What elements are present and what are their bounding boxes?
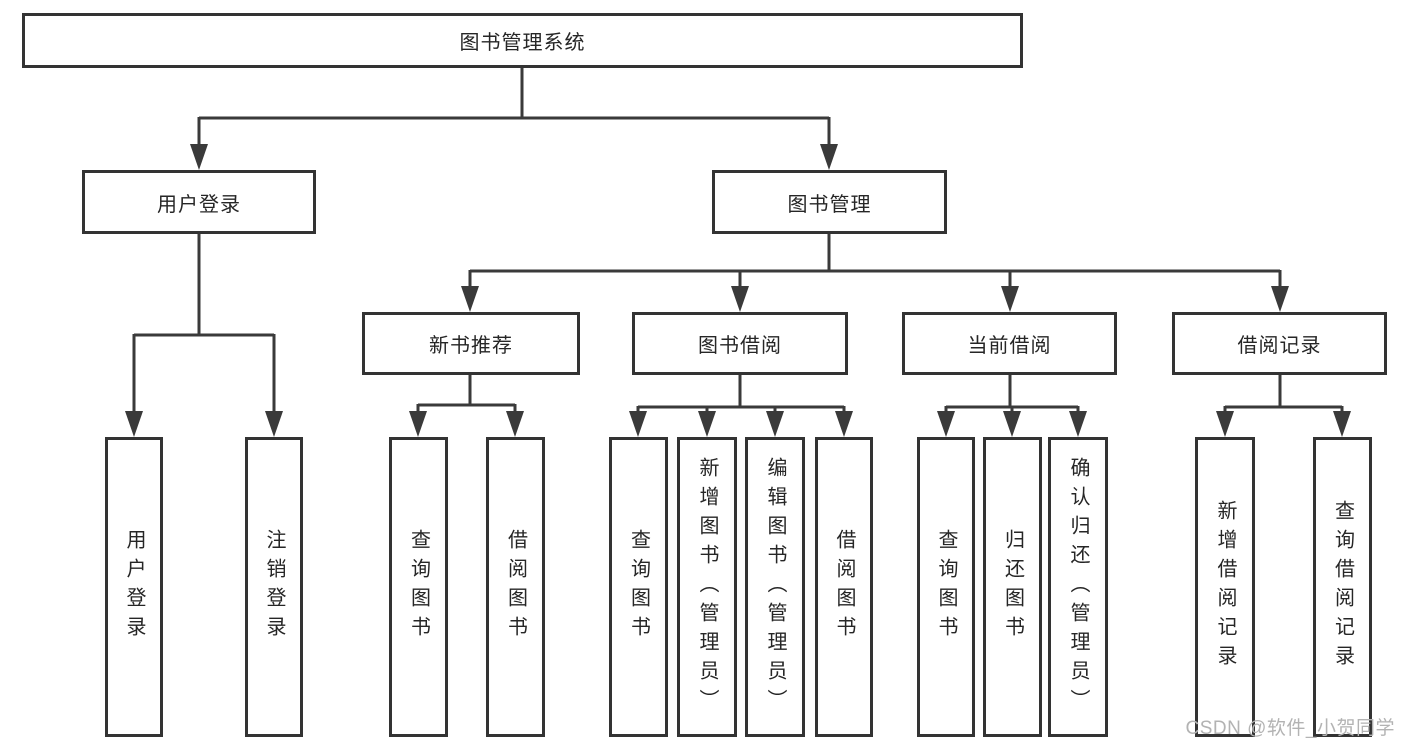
leaf-query-books-current: 查询图书	[917, 437, 975, 737]
node-user-login: 用户登录	[82, 170, 316, 234]
node-book-borrowing: 图书借阅	[632, 312, 848, 375]
leaf-user-login: 用户登录	[105, 437, 163, 737]
node-book-management: 图书管理	[712, 170, 947, 234]
leaf-label: 查询图书	[935, 529, 957, 645]
leaf-label: 借阅图书	[833, 529, 855, 645]
leaf-return-books: 归还图书	[983, 437, 1042, 737]
node-current-borrowing: 当前借阅	[902, 312, 1117, 375]
leaf-label: 新增借阅记录	[1214, 500, 1236, 674]
leaf-add-borrow-record: 新增借阅记录	[1195, 437, 1255, 737]
node-borrowing-records: 借阅记录	[1172, 312, 1387, 375]
leaf-label: 查询图书	[407, 529, 430, 645]
leaf-borrow-books: 借阅图书	[815, 437, 873, 737]
leaf-query-borrow-record: 查询借阅记录	[1313, 437, 1372, 737]
leaf-query-books-newbook: 查询图书	[389, 437, 448, 737]
leaf-label: 编辑图书（管理员）	[764, 456, 786, 718]
leaf-label: 注销登录	[263, 529, 285, 645]
watermark: CSDN @软件_小贺同学	[1185, 718, 1395, 739]
leaf-add-books-admin: 新增图书（管理员）	[677, 437, 737, 737]
leaf-query-books-borrow: 查询图书	[609, 437, 668, 737]
leaf-borrow-books-newbook: 借阅图书	[486, 437, 545, 737]
node-library-management-system: 图书管理系统	[22, 13, 1023, 68]
leaf-label: 确认归还（管理员）	[1067, 456, 1089, 718]
leaf-confirm-return-admin: 确认归还（管理员）	[1048, 437, 1108, 737]
leaf-label: 借阅图书	[504, 529, 527, 645]
leaf-label: 查询借阅记录	[1331, 500, 1354, 674]
node-new-book-recommendation: 新书推荐	[362, 312, 580, 375]
leaf-logout: 注销登录	[245, 437, 303, 737]
leaf-label: 用户登录	[123, 529, 145, 645]
leaf-label: 查询图书	[627, 529, 650, 645]
leaf-edit-books-admin: 编辑图书（管理员）	[745, 437, 805, 737]
leaf-label: 新增图书（管理员）	[696, 456, 718, 718]
leaf-label: 归还图书	[1001, 529, 1024, 645]
